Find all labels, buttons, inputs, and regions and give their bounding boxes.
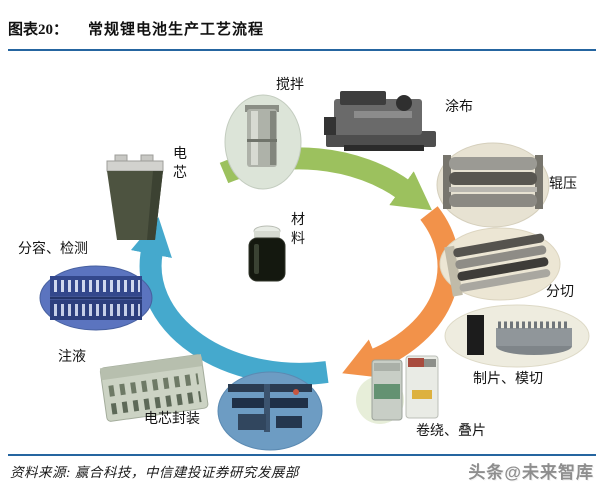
arrow-right-orange <box>342 206 460 379</box>
footer-rule <box>8 454 596 456</box>
arrow-left-blue <box>130 217 329 385</box>
label-calendering: 辊压 <box>549 177 577 192</box>
cell-packaging-photo <box>217 371 323 451</box>
label-cell-packaging: 电芯封装 <box>144 412 200 427</box>
figure-title: 常规锂电池生产工艺流程 <box>88 22 265 38</box>
mixing-photo <box>224 94 302 190</box>
figure-header: 图表20： 常规锂电池生产工艺流程 <box>8 18 264 39</box>
label-grading-testing: 分容、检测 <box>18 242 88 257</box>
grading-testing-photo <box>39 265 153 331</box>
die-cutting-photo <box>444 304 590 368</box>
label-electrolyte-fill: 注液 <box>58 350 86 365</box>
winding-stacking-photo <box>356 355 439 424</box>
source-note: 资料来源: 赢合科技，中信建投证券研究发展部 <box>10 465 299 480</box>
label-coating: 涂布 <box>445 100 473 115</box>
electrolyte-filling-photo <box>99 354 209 422</box>
label-battery-cell: 电芯 <box>173 147 187 181</box>
coating-photo <box>324 91 436 151</box>
figure-number: 图表20： <box>8 22 69 38</box>
process-flow-diagram <box>0 55 604 453</box>
label-die-cutting: 制片、模切 <box>473 372 543 387</box>
calendering-photo <box>436 142 550 228</box>
label-material: 材料 <box>291 213 305 247</box>
material-jar-photo <box>248 225 286 282</box>
watermark: 头条@未来智库 <box>468 463 594 482</box>
label-mixing: 搅拌 <box>276 78 304 93</box>
process-flow-canvas <box>39 91 590 451</box>
battery-cell-photo <box>106 154 164 240</box>
label-slitting: 分切 <box>546 285 574 300</box>
header-rule <box>8 49 596 51</box>
label-winding-stacking: 卷绕、叠片 <box>416 424 486 439</box>
slitting-photo <box>439 227 561 301</box>
